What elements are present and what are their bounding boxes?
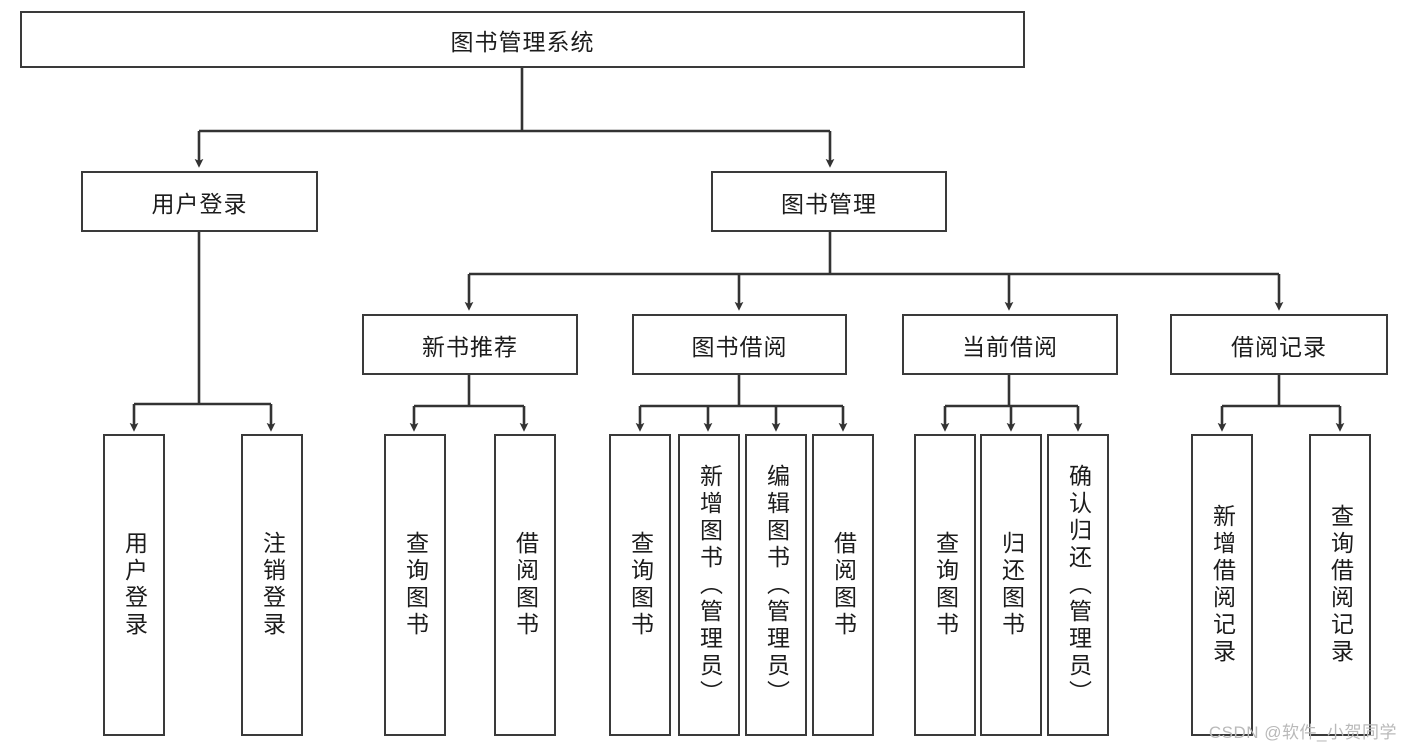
leaf-current-query-book[interactable]: 查询图书	[914, 434, 976, 736]
node-label: 新增借阅记录	[1209, 504, 1236, 666]
node-book-borrow[interactable]: 图书借阅	[632, 314, 847, 375]
node-label: 查询借阅记录	[1327, 504, 1354, 666]
node-borrow-record[interactable]: 借阅记录	[1170, 314, 1388, 375]
leaf-borrow-borrow-book[interactable]: 借阅图书	[812, 434, 874, 736]
node-label: 查询图书	[932, 531, 959, 639]
node-label: 图书管理	[781, 190, 877, 217]
node-user-login[interactable]: 用户登录	[81, 171, 318, 232]
leaf-borrow-add-book-admin[interactable]: 新增图书（管理员）	[678, 434, 740, 736]
leaf-new-book-borrow-book[interactable]: 借阅图书	[494, 434, 556, 736]
node-label: 图书借阅	[691, 333, 788, 360]
node-label: 借阅记录	[1231, 333, 1327, 360]
node-label: 查询图书	[402, 531, 429, 639]
node-label: 编辑图书（管理员）	[763, 463, 790, 707]
leaf-borrow-edit-book-admin[interactable]: 编辑图书（管理员）	[745, 434, 807, 736]
leaf-record-query-record[interactable]: 查询借阅记录	[1309, 434, 1371, 736]
node-new-book-recommend[interactable]: 新书推荐	[362, 314, 578, 375]
node-label: 注销登录	[259, 531, 286, 639]
node-label: 归还图书	[998, 531, 1025, 639]
node-label: 用户登录	[151, 190, 248, 217]
node-label: 用户登录	[121, 531, 148, 639]
node-label: 新书推荐	[422, 333, 518, 360]
node-label: 图书管理系统	[450, 28, 595, 55]
leaf-user-login-logout[interactable]: 注销登录	[241, 434, 303, 736]
leaf-current-return-book[interactable]: 归还图书	[980, 434, 1042, 736]
node-label: 借阅图书	[830, 531, 857, 639]
node-book-management[interactable]: 图书管理	[711, 171, 947, 232]
node-label: 当前借阅	[962, 333, 1058, 360]
node-current-borrow[interactable]: 当前借阅	[902, 314, 1118, 375]
node-root-book-management-system[interactable]: 图书管理系统	[20, 11, 1025, 68]
leaf-current-confirm-return-admin[interactable]: 确认归还（管理员）	[1047, 434, 1109, 736]
node-label: 借阅图书	[512, 531, 539, 639]
node-label: 查询图书	[627, 531, 654, 639]
leaf-user-login-login[interactable]: 用户登录	[103, 434, 165, 736]
csdn-watermark: CSDN @软件_小贺同学	[1208, 723, 1397, 742]
node-label: 新增图书（管理员）	[696, 463, 723, 707]
leaf-record-add-record[interactable]: 新增借阅记录	[1191, 434, 1253, 736]
node-label: 确认归还（管理员）	[1065, 463, 1092, 707]
leaf-new-book-query-book[interactable]: 查询图书	[384, 434, 446, 736]
leaf-borrow-query-book[interactable]: 查询图书	[609, 434, 671, 736]
